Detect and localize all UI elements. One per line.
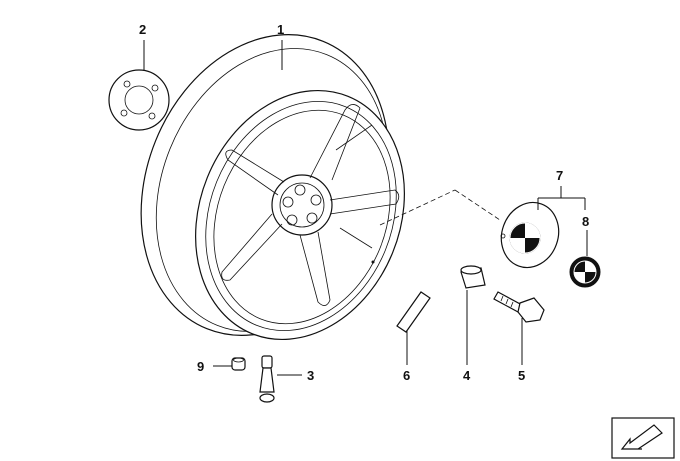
flange-plate[interactable] [108, 69, 170, 131]
leader-lines [143, 40, 588, 376]
bush-sleeve[interactable] [460, 265, 486, 289]
callout-3: 3 [307, 368, 314, 383]
callout-5: 5 [518, 368, 525, 383]
arrow-icon [620, 424, 663, 450]
valve[interactable] [259, 355, 275, 403]
callout-6: 6 [403, 368, 410, 383]
callout-8: 8 [582, 214, 589, 229]
callout-labels: 1 2 3 4 5 6 7 8 9 [139, 22, 589, 383]
callout-2: 2 [139, 22, 146, 37]
callout-9: 9 [197, 359, 204, 374]
callout-4: 4 [463, 368, 471, 383]
wheel-rim[interactable] [98, 0, 441, 373]
balance-weight[interactable] [396, 291, 431, 333]
emblem[interactable] [569, 256, 601, 288]
valve-cap[interactable] [231, 357, 246, 371]
nav-arrow-button[interactable] [611, 417, 675, 459]
hub-cap[interactable] [492, 194, 567, 275]
callout-7: 7 [556, 168, 563, 183]
callout-1: 1 [277, 22, 284, 37]
bolt[interactable] [493, 291, 545, 323]
